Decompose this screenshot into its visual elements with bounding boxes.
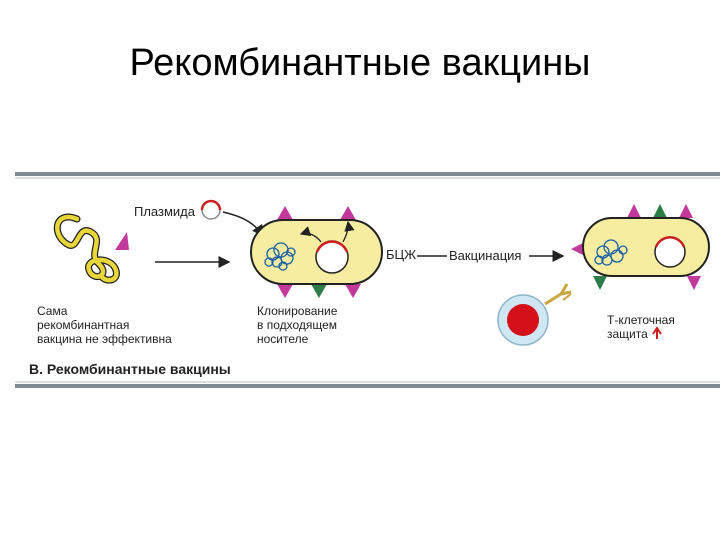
increase-arrow-icon xyxy=(652,326,662,339)
tcell-caption: Т-клеточная защита xyxy=(607,313,675,341)
svg-text:носителе: носителе xyxy=(257,332,309,346)
dna-coil-icon xyxy=(264,242,296,271)
figure-caption: В. Рекомбинантные вакцины xyxy=(29,361,231,377)
frame-top-stripe xyxy=(15,172,720,176)
dna-coil-icon xyxy=(594,239,628,266)
svg-text:рекомбинантная: рекомбинантная xyxy=(37,318,129,332)
vaccinated-bacterium xyxy=(571,204,710,290)
slide-title: Рекомбинантные вакцины xyxy=(129,42,591,84)
diagram-canvas: Плазмида БЦЖ Вакцинация xyxy=(15,172,720,388)
svg-text:вакцина не эффективна: вакцина не эффективна xyxy=(37,332,172,346)
vaccination-label: Вакцинация xyxy=(449,248,521,263)
svg-text:Сама: Сама xyxy=(37,304,68,318)
t-cell-icon xyxy=(497,283,572,346)
carrier-bacterium xyxy=(250,206,383,298)
bcg-label: БЦЖ xyxy=(386,247,416,262)
cloning-caption: Клонирование в подходящем носителе xyxy=(257,304,338,346)
svg-text:защита: защита xyxy=(607,327,648,341)
recombinant-dna-icon xyxy=(53,213,129,284)
alone-caption: Сама рекомбинантная вакцина не эффективн… xyxy=(37,304,172,346)
svg-text:Клонирование: Клонирование xyxy=(257,304,338,318)
diagram-figure: Плазмида БЦЖ Вакцинация xyxy=(15,172,720,390)
svg-text:Т-клеточная: Т-клеточная xyxy=(607,313,675,327)
svg-text:в подходящем: в подходящем xyxy=(257,318,337,332)
plasmid-icon xyxy=(200,199,222,220)
frame-bottom-stripe xyxy=(15,384,720,388)
plasmid-label: Плазмида xyxy=(134,204,196,219)
